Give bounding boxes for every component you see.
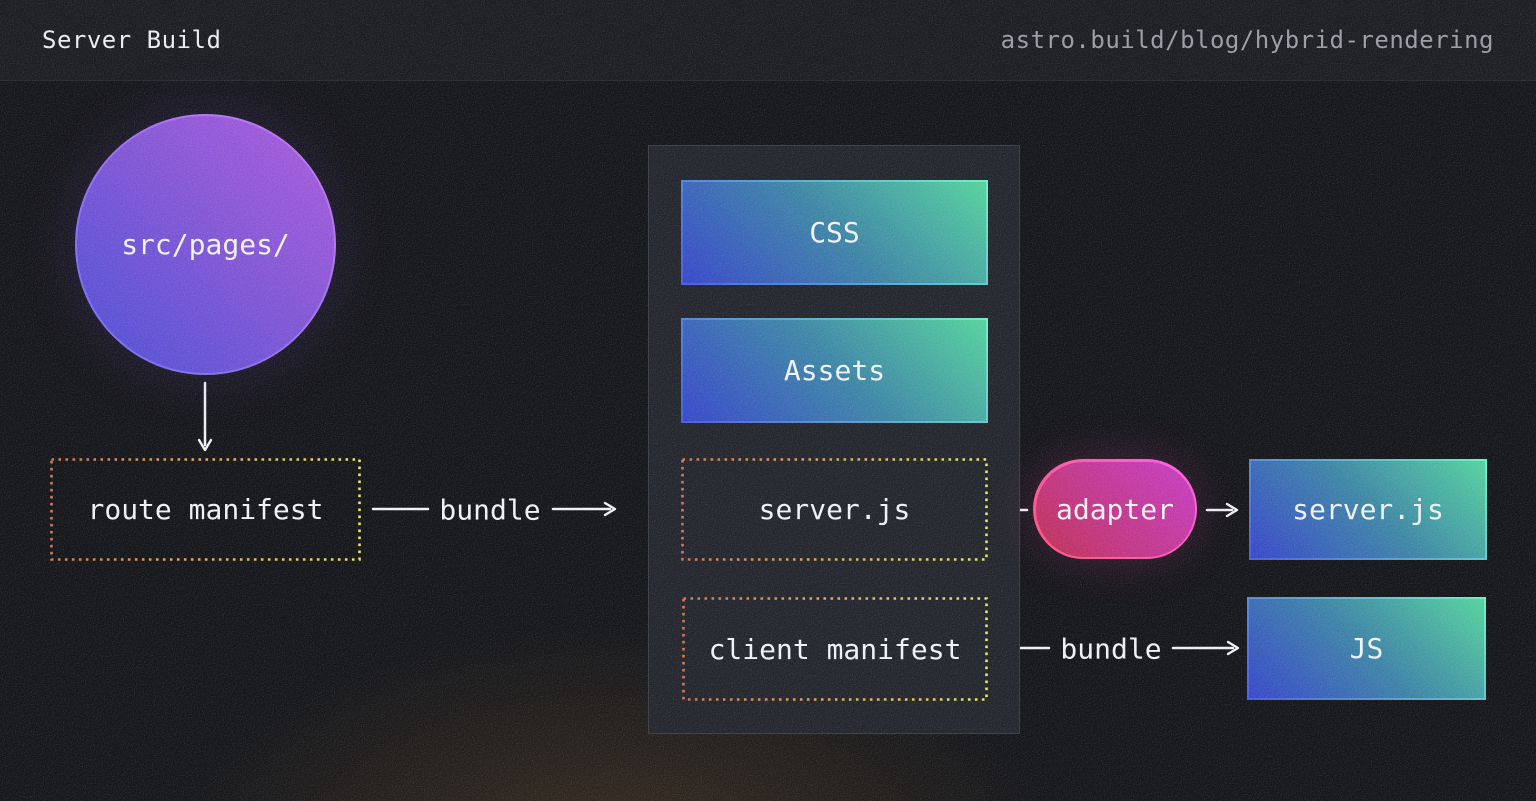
node-server-js-output: server.js	[1249, 459, 1487, 560]
node-client-manifest: client manifest	[682, 597, 988, 701]
node-server-js-bundle: server.js	[681, 458, 988, 561]
node-js-output: JS	[1247, 597, 1486, 700]
title-bar: Server Build astro.build/blog/hybrid-ren…	[0, 0, 1536, 81]
node-src-pages: src/pages/	[75, 114, 336, 375]
node-adapter-label: adapter	[1055, 492, 1174, 526]
node-route-manifest: route manifest	[50, 458, 361, 561]
edge-label-bundle-client: bundle	[1060, 632, 1162, 666]
diagram-canvas: src/pages/ route manifest bundle CSS	[0, 81, 1536, 801]
source-url: astro.build/blog/hybrid-rendering	[1000, 26, 1494, 54]
node-adapter: adapter	[1033, 459, 1197, 559]
node-assets: Assets	[681, 318, 988, 423]
node-src-pages-fill: src/pages/	[77, 116, 334, 373]
server-output-panel: CSS Assets server.js	[648, 145, 1020, 734]
edge-label-bundle-server: bundle	[439, 493, 541, 527]
node-route-manifest-label: route manifest	[87, 493, 324, 526]
page-title: Server Build	[42, 26, 222, 54]
node-server-js-bundle-label: server.js	[758, 493, 911, 526]
node-assets-label: Assets	[783, 354, 886, 387]
node-css: CSS	[681, 180, 988, 285]
node-css-fill: CSS	[683, 182, 986, 283]
node-adapter-fill: adapter	[1035, 461, 1195, 557]
node-src-pages-label: src/pages/	[121, 228, 290, 261]
node-js-output-label: JS	[1349, 632, 1384, 665]
node-server-js-output-fill: server.js	[1251, 461, 1485, 558]
node-assets-fill: Assets	[683, 320, 986, 421]
node-server-js-output-label: server.js	[1292, 493, 1444, 526]
node-css-label: CSS	[809, 216, 860, 249]
node-client-manifest-label: client manifest	[708, 632, 962, 666]
node-js-output-fill: JS	[1249, 599, 1484, 698]
